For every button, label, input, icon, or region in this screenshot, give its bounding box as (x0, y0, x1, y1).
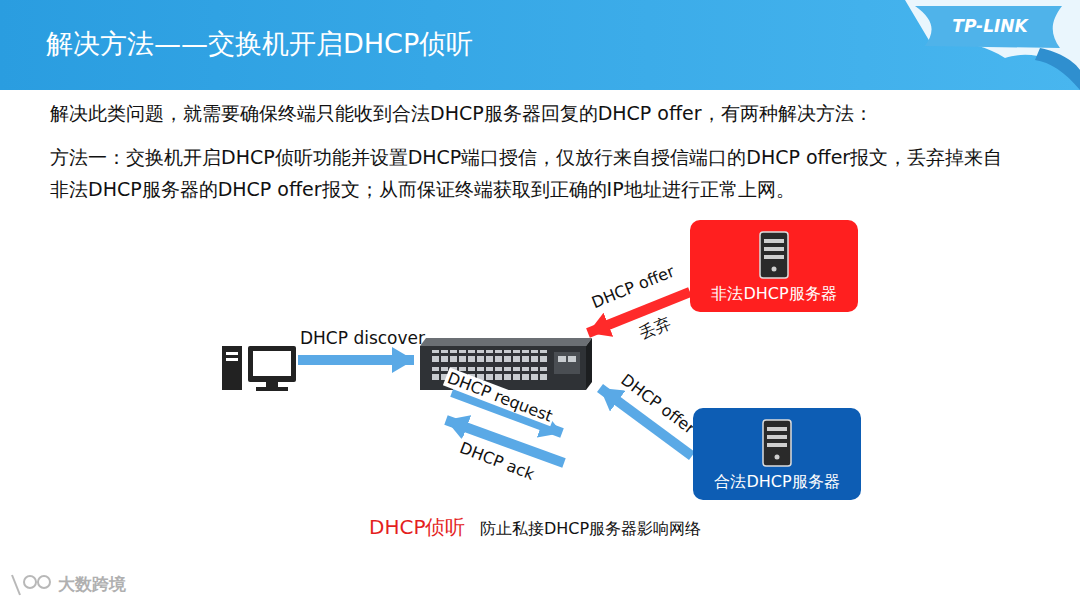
signal-label: DHCP request (443, 367, 557, 426)
signal-label: DHCP offer (616, 369, 701, 439)
server-label: 非法DHCP服务器 (690, 284, 858, 305)
server-label: 合法DHCP服务器 (693, 472, 861, 493)
method-text: 方法一：交换机开启DHCP侦听功能并设置DHCP端口授信，仅放行来自授信端口的D… (50, 141, 1010, 205)
discover-arrow (298, 355, 414, 365)
brand-logo: TP-LINK (952, 16, 1027, 36)
legal-server-box: 合法DHCP服务器 (693, 408, 861, 500)
ribbon-curl (1035, 48, 1080, 90)
drop-label: 丢弃 (635, 312, 676, 343)
ribbon (915, 6, 1062, 48)
pc-icon (222, 346, 296, 391)
title-banner (0, 0, 1080, 90)
signal-label: DHCP ack (455, 437, 539, 484)
intro-text: 解决此类问题，就需要确保终端只能收到合法DHCP服务器回复的DHCP offer… (50, 102, 873, 125)
illegal-server-box: 非法DHCP服务器 (690, 220, 858, 312)
signal-label: DHCP offer (587, 261, 679, 313)
watermark: 大数跨境 (58, 574, 126, 594)
slide-title: 解决方法——交换机开启DHCP侦听 (46, 28, 473, 60)
server-icon (755, 418, 799, 468)
caption: DHCP侦听 (369, 515, 465, 539)
watermark-logo (12, 575, 50, 595)
caption-note: 防止私接DHCP服务器影响网络 (480, 519, 701, 538)
signal-label: DHCP discover (300, 328, 425, 348)
server-icon (752, 230, 796, 280)
